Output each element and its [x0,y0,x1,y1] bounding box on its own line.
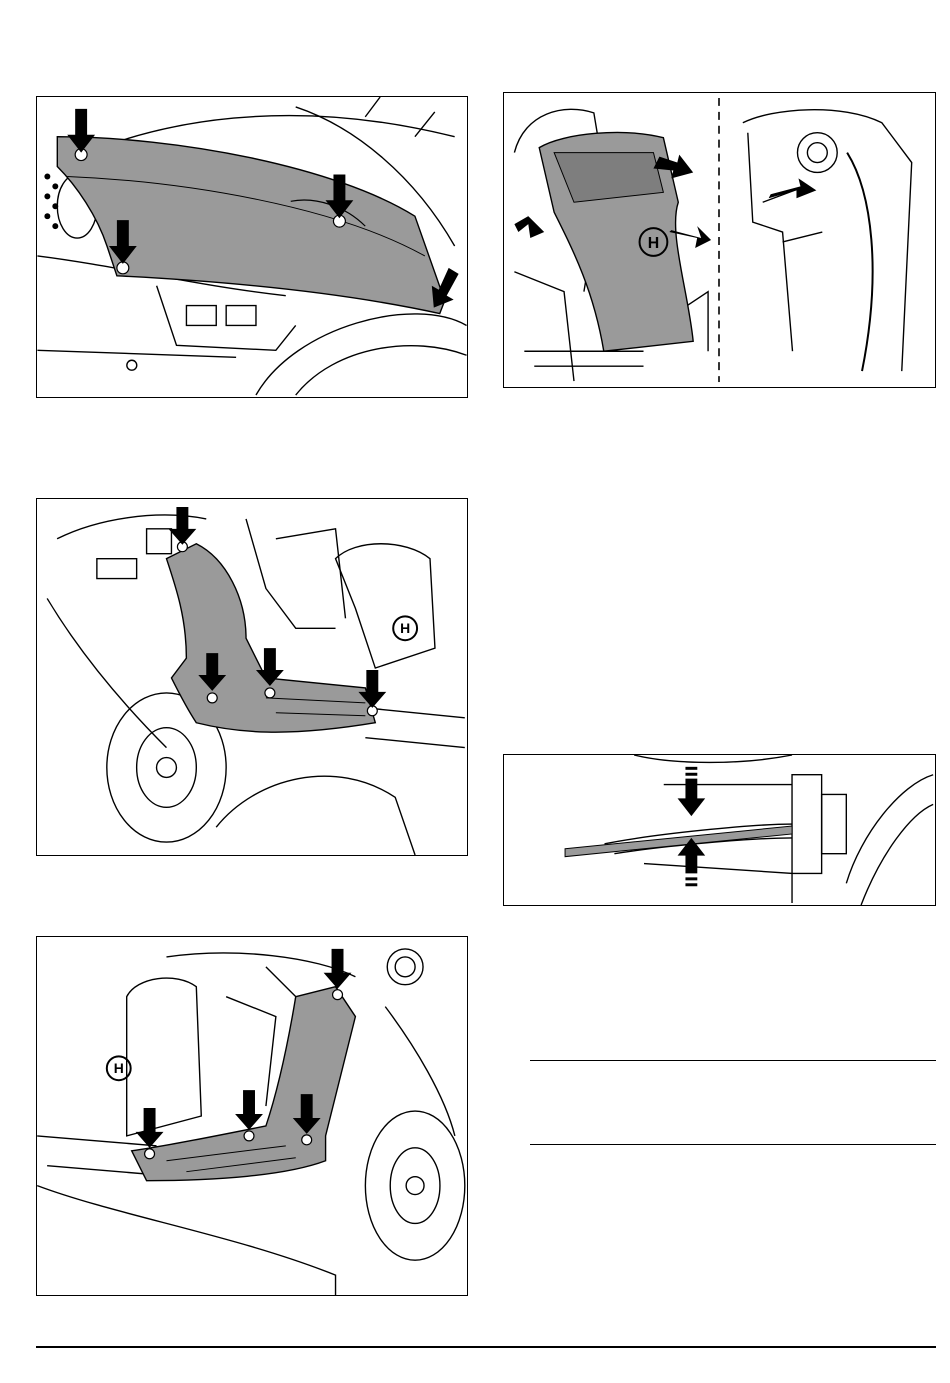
right-footplate-illustration: H [37,937,467,1295]
page-footer-rule [36,1346,936,1348]
figure-gap-check [503,754,936,906]
figure-seat-cover: H [503,92,936,388]
side-panel-illustration [37,97,467,397]
left-footplate-illustration: H [37,499,467,855]
figure-left-footplate: H [36,498,468,856]
svg-text:H: H [114,1060,124,1076]
note-bottom-rule [530,1144,936,1145]
svg-text:H: H [400,620,410,636]
note-top-rule [530,1060,936,1061]
seat-cover-illustration: H [504,93,935,387]
gap-check-illustration [504,755,935,905]
figure-side-panel [36,96,468,398]
figure-right-footplate: H [36,936,468,1296]
husqvarna-logo-icon: H [393,616,417,640]
svg-text:H: H [648,235,659,252]
